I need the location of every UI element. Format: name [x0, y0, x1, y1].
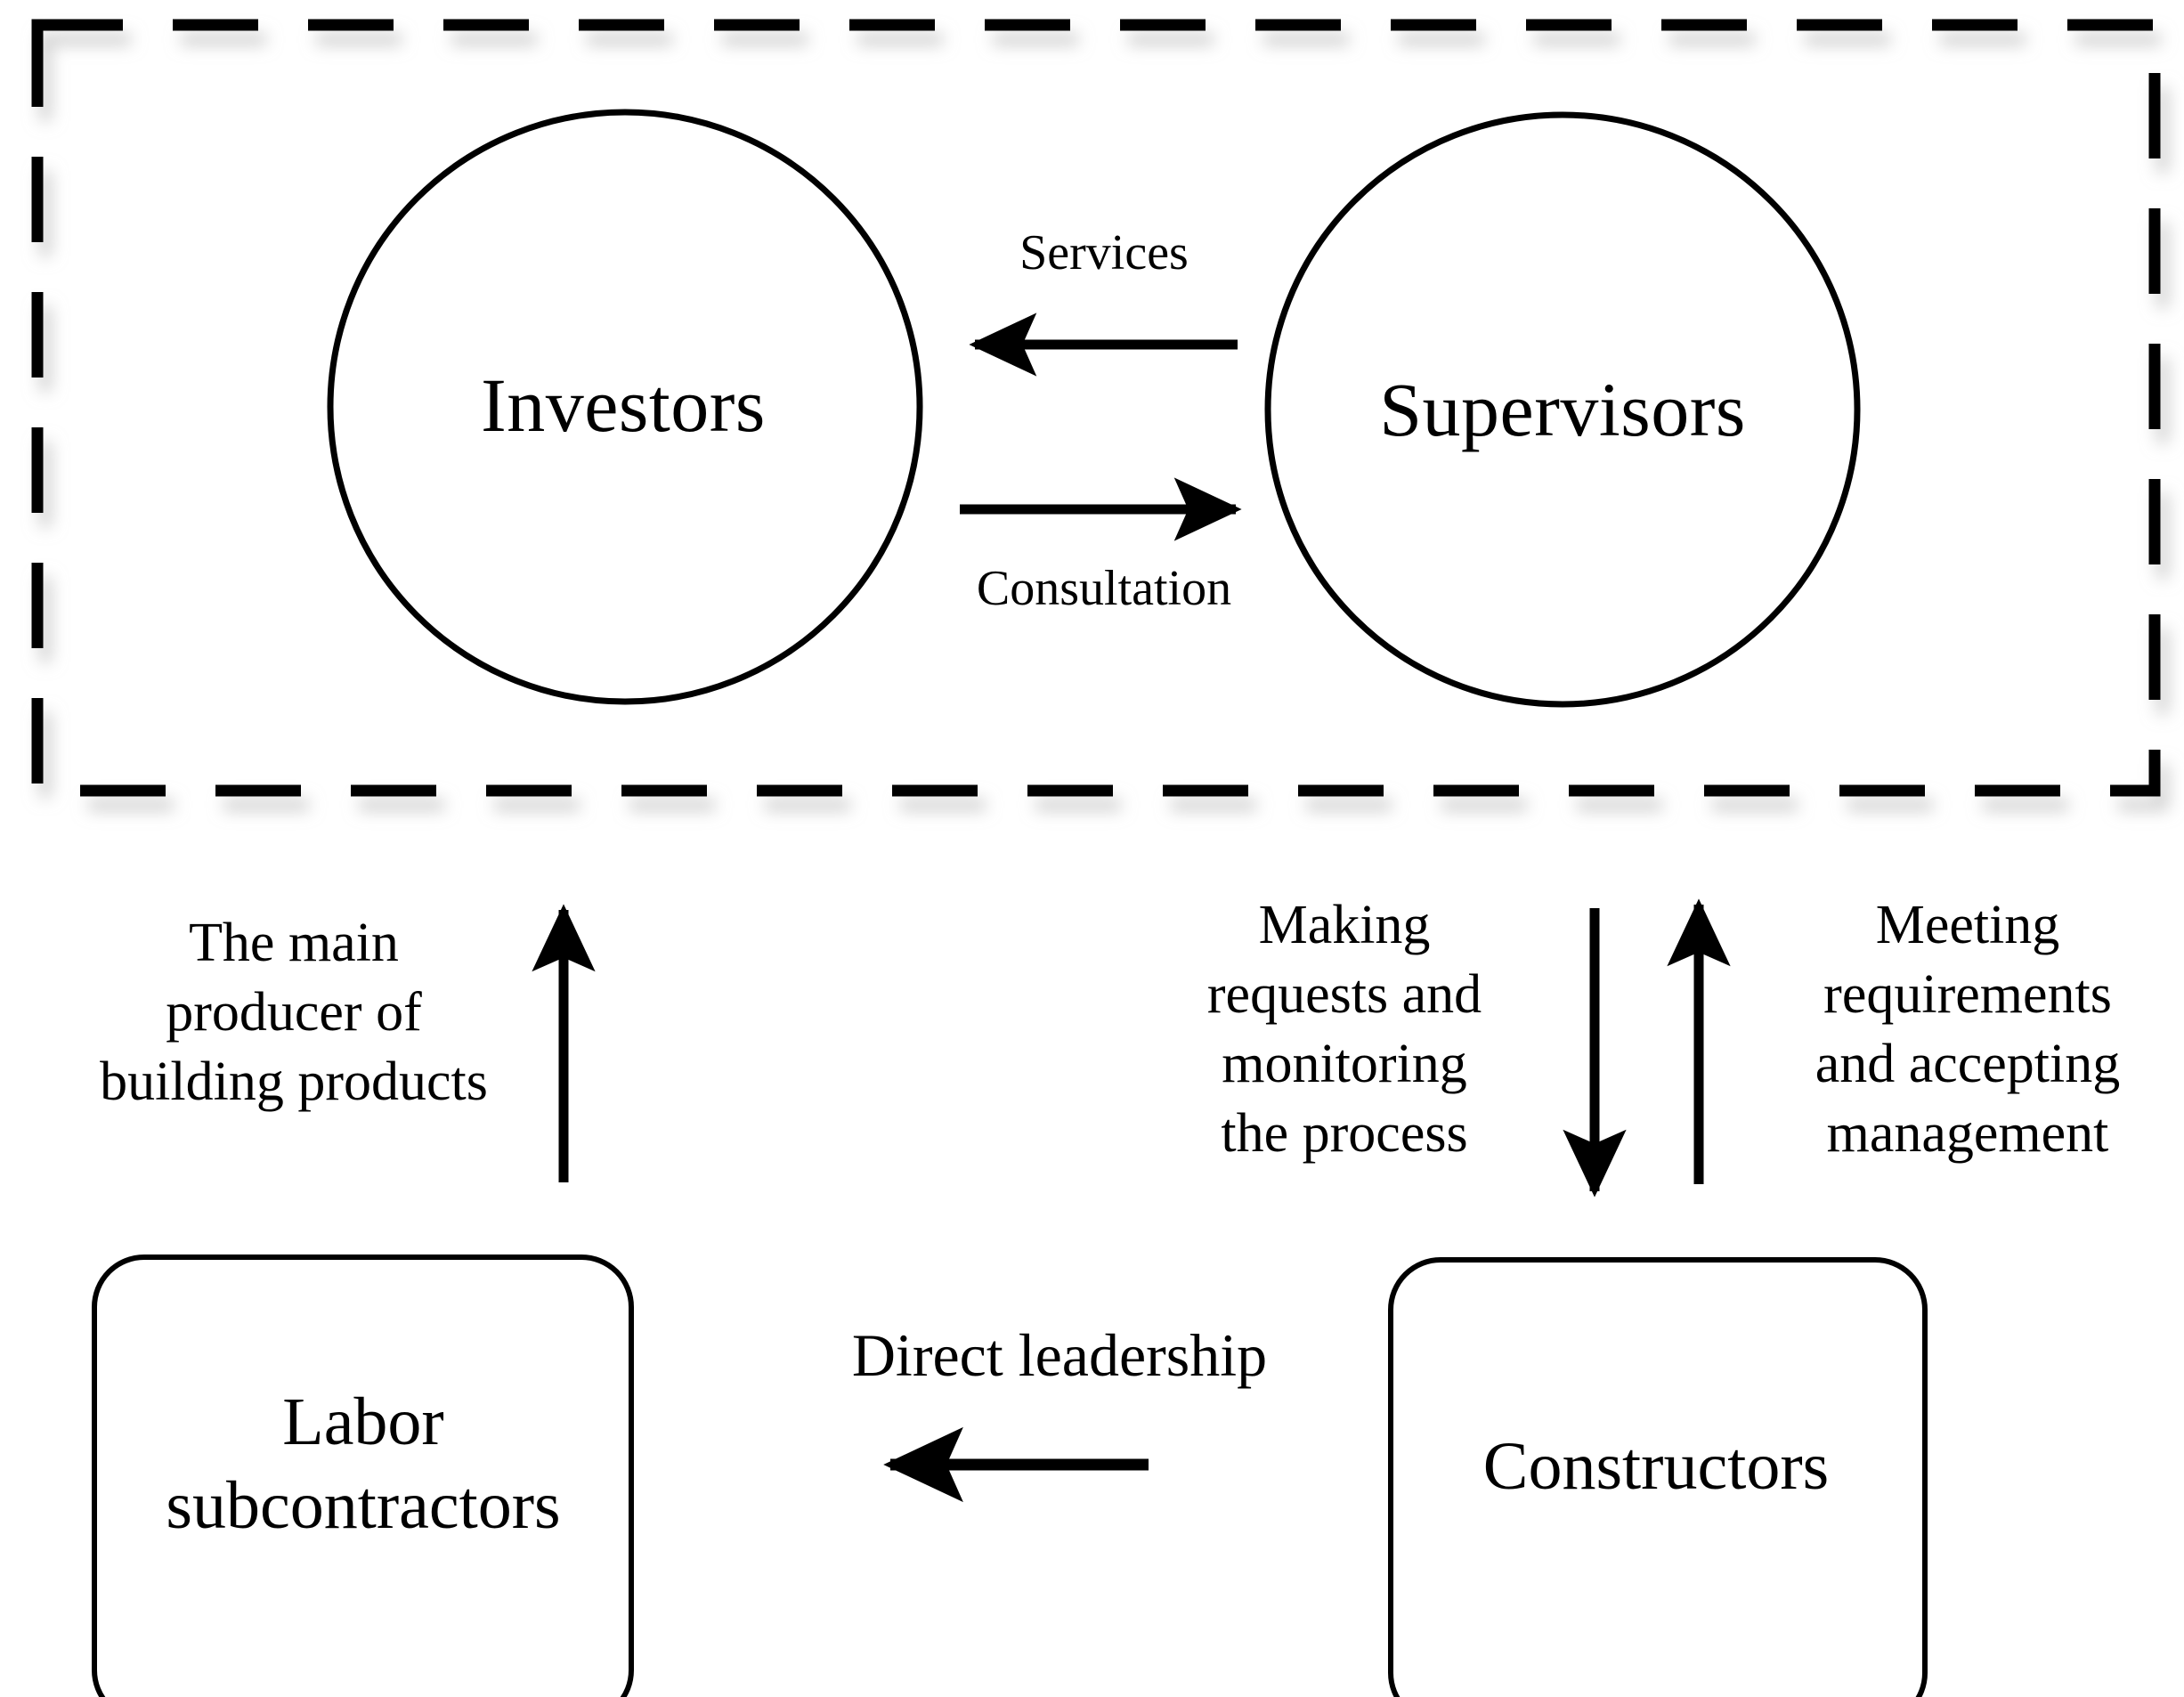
investors-circle: [327, 109, 923, 705]
labor-subcontractors-node-label: Labor subcontractors: [166, 1384, 561, 1544]
supervisors-circle: [1264, 111, 1861, 708]
constructors-node-label: Constructors: [1482, 1429, 1830, 1504]
making-requests-edge-label: Making requests and monitoring the proce…: [1206, 895, 1482, 1165]
investors-node-label: Investors: [481, 362, 766, 448]
client-side-dashed-group-box: [31, 19, 2161, 797]
services-edge-label: Services: [1019, 225, 1189, 280]
meeting-requirements-edge-label: Meeting requirements and accepting manag…: [1815, 895, 2121, 1165]
labor-subcontractors-box: [92, 1254, 634, 1697]
main-producer-edge-label: The main producer of building products: [100, 913, 488, 1113]
consultation-edge-label: Consultation: [976, 561, 1232, 616]
direct-leadership-edge-label: Direct leadership: [851, 1321, 1268, 1389]
constructors-box: [1388, 1257, 1928, 1697]
supervisors-node-label: Supervisors: [1379, 367, 1746, 452]
